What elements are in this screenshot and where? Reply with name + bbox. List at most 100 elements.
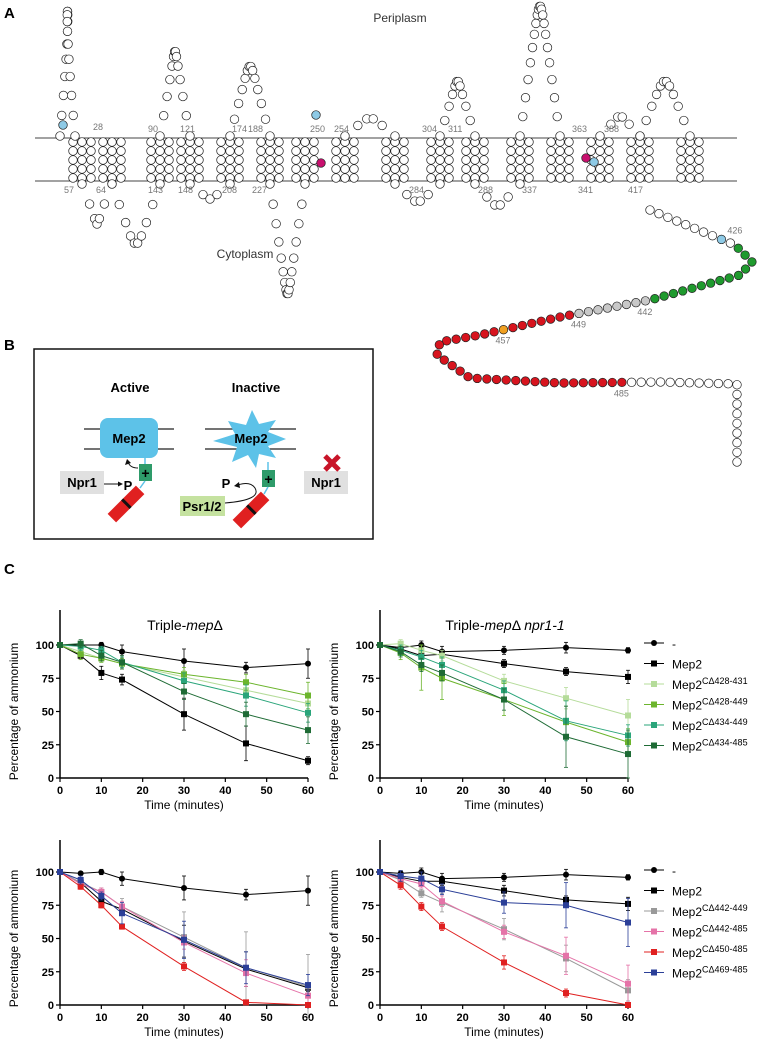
- residue: [66, 90, 77, 101]
- x-tick-label: 50: [261, 785, 273, 797]
- residue: [64, 54, 74, 64]
- residue: [291, 146, 301, 156]
- data-point: [563, 902, 569, 909]
- residue-number: 449: [571, 319, 586, 329]
- residue: [588, 378, 598, 388]
- chart-title: Triple-mepΔ: [147, 617, 223, 633]
- residue: [70, 131, 80, 141]
- y-axis-label: Percentage of ammonium: [327, 643, 341, 780]
- x-axis-label: Time (minutes): [464, 1025, 544, 1039]
- y-tick-label: 50: [362, 707, 374, 719]
- residue: [256, 137, 266, 147]
- y-tick-label: 25: [362, 967, 374, 979]
- residue: [205, 194, 215, 204]
- residue: [595, 164, 605, 174]
- residue: [675, 377, 685, 388]
- residue: [606, 119, 616, 129]
- y-tick-label: 0: [48, 1000, 54, 1012]
- data-point: [625, 874, 631, 881]
- residue: [107, 164, 117, 174]
- residue: [216, 173, 226, 183]
- residue: [176, 137, 186, 147]
- residue: [651, 89, 662, 100]
- data-point: [119, 923, 125, 930]
- residue: [68, 155, 78, 165]
- legend-marker: [651, 660, 657, 667]
- residue: [506, 155, 516, 165]
- residue: [520, 376, 531, 386]
- data-point: [418, 653, 425, 660]
- residue: [482, 374, 492, 384]
- residue: [696, 281, 706, 291]
- legend: -Mep2Mep2CΔ442-449Mep2CΔ442-485Mep2CΔ450…: [644, 864, 748, 981]
- residue: [564, 164, 574, 174]
- y-tick-label: 75: [42, 900, 54, 912]
- residue: [672, 216, 682, 226]
- legend-marker: [651, 742, 657, 749]
- residue: [491, 374, 502, 385]
- residue: [309, 173, 319, 183]
- residue: [444, 101, 454, 111]
- legend-marker: [651, 681, 657, 687]
- residue: [732, 389, 742, 400]
- data-point: [439, 669, 445, 676]
- residue: [77, 179, 87, 189]
- residue: [747, 257, 757, 267]
- residue: [185, 164, 195, 174]
- residue: [444, 164, 454, 174]
- data-point: [625, 647, 631, 654]
- residue: [694, 378, 704, 388]
- residue: [645, 205, 655, 215]
- residue: [225, 146, 235, 156]
- residue: [635, 164, 645, 174]
- residue-number: 284: [409, 185, 424, 195]
- residue: [171, 51, 182, 62]
- residue: [297, 199, 307, 209]
- residue: [278, 267, 288, 277]
- residue: [508, 322, 518, 333]
- y-tick-label: 0: [368, 773, 374, 785]
- mep2-inactive-label: Mep2: [234, 431, 267, 446]
- residue: [146, 155, 156, 165]
- residue: [65, 71, 75, 82]
- residue: [552, 111, 562, 122]
- residue: [465, 115, 475, 126]
- residue: [732, 438, 742, 448]
- residue: [164, 155, 174, 165]
- residue: [668, 89, 679, 100]
- residue: [479, 173, 489, 183]
- residue: [155, 164, 165, 174]
- chart-title: Triple-mepΔ npr1-1: [445, 617, 564, 633]
- x-tick-label: 40: [539, 785, 551, 797]
- residue: [300, 155, 310, 165]
- model-diagram: Active Inactive Mep2 Mep2 + Npr1 P + P: [33, 348, 374, 540]
- y-tick-label: 25: [42, 740, 54, 752]
- x-tick-label: 0: [57, 1012, 63, 1024]
- residue: [274, 173, 284, 183]
- residue: [435, 146, 445, 156]
- residue: [668, 288, 679, 299]
- legend-label: Mep2CΔ442-485: [672, 924, 748, 940]
- residue: [268, 199, 278, 209]
- data-point: [98, 652, 105, 659]
- residue: [289, 253, 299, 263]
- data-point: [305, 692, 311, 699]
- residue: [470, 146, 480, 156]
- y-axis-label: Percentage of ammonium: [7, 643, 21, 780]
- series-1: [377, 867, 631, 885]
- residue: [676, 146, 686, 156]
- residue: [732, 418, 742, 429]
- residue: [107, 137, 117, 147]
- data-point: [501, 928, 507, 935]
- residue: [694, 137, 704, 147]
- residue: [555, 164, 565, 174]
- residue: [399, 173, 409, 183]
- residue: [390, 179, 400, 189]
- residue: [194, 173, 204, 183]
- residue: [461, 332, 471, 343]
- residue: [506, 173, 516, 183]
- residue: [381, 164, 391, 174]
- residue: [555, 146, 565, 156]
- panel-label-c: C: [4, 561, 15, 578]
- residue: [520, 93, 531, 103]
